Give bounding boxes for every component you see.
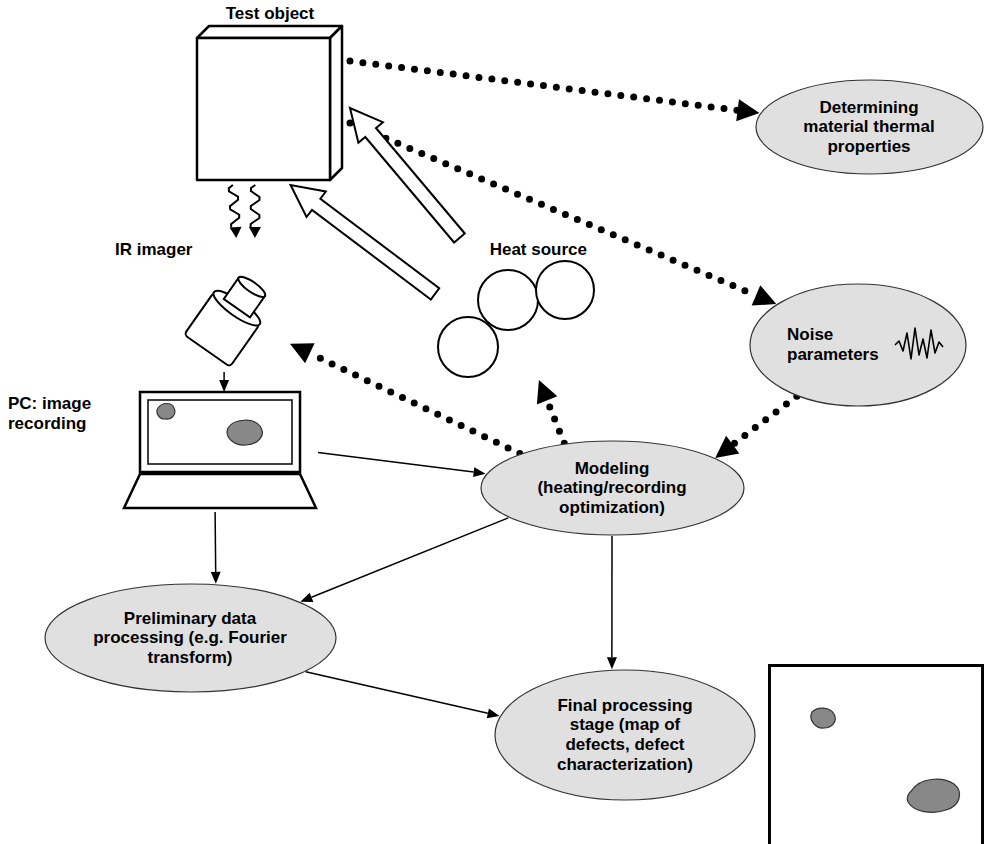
flow-line [611, 536, 613, 657]
heat-flux-arrow [350, 108, 465, 243]
flow-arrow [318, 452, 486, 477]
defect-map [770, 666, 983, 844]
flow-line [306, 672, 488, 714]
ir-radiation-line [251, 185, 260, 227]
node-text: IR imager [115, 240, 192, 260]
dotted-arrow [290, 343, 520, 453]
flow-line [312, 518, 509, 597]
ellipse-outline [756, 80, 983, 174]
text-group: Noise parameters [787, 325, 887, 364]
ir-radiation-line [229, 185, 239, 227]
heat-source-lamps [438, 261, 594, 377]
arrow-head [752, 285, 777, 305]
ir-imager-label: IR imager [112, 238, 290, 372]
arrow-head [290, 343, 315, 363]
text-group: Preliminary data processing (e.g. Fourie… [93, 609, 288, 668]
text-group: Test object [226, 4, 314, 24]
flow-arrow [219, 372, 229, 392]
dotted-line [733, 396, 797, 444]
flow-line [214, 512, 216, 572]
laptop [124, 392, 316, 508]
ellipse-outline [750, 284, 966, 406]
noise-waveform [895, 328, 943, 359]
process-ellipse: Preliminary data processing (e.g. Fourie… [44, 583, 337, 693]
arrow-head [607, 657, 617, 669]
property-ellipse: Determining material thermal properties [755, 79, 984, 175]
test-object-box [197, 26, 342, 180]
dotted-line [350, 61, 738, 110]
ellipse-outline [481, 441, 744, 535]
node-text: Determining material thermal properties [794, 98, 944, 157]
flow-arrow [607, 536, 617, 669]
node-text: Heat source [490, 240, 587, 260]
dotted-arrow [537, 380, 564, 443]
process-ellipse: Modeling (heating/recording optimization… [480, 440, 745, 536]
text-group: Heat source [490, 240, 587, 260]
text-group: PC: image recording [8, 394, 128, 433]
pc-label: PC: image recording [5, 392, 318, 512]
ellipse-outline [495, 670, 755, 800]
ir-radiation-arrow [229, 185, 242, 238]
arrow-head [487, 708, 500, 718]
arrow-head [211, 572, 221, 584]
ir-camera [184, 267, 277, 367]
heat-flux-arrow [291, 185, 440, 300]
node-text: Modeling (heating/recording optimization… [525, 459, 700, 518]
text-group: Modeling (heating/recording optimization… [525, 459, 700, 518]
dotted-arrow [350, 61, 759, 121]
test-object-label: Test object [190, 2, 350, 185]
arrow-head [537, 380, 557, 405]
arrow-head [230, 227, 242, 238]
noise-ellipse: Noise parameters [749, 283, 967, 407]
dotted-line [310, 353, 520, 453]
text-group: Final processing stage (map of defects, … [545, 696, 705, 774]
flow-arrow [306, 672, 500, 719]
dotted-arrow [715, 396, 797, 458]
text-group: Determining material thermal properties [794, 98, 944, 157]
arrow-head [249, 227, 261, 238]
flow-arrow [300, 518, 508, 602]
node-text: Test object [226, 4, 314, 24]
node-text: PC: image recording [8, 394, 128, 433]
flow-line [223, 372, 225, 380]
node-text: Final processing stage (map of defects, … [545, 696, 705, 774]
ir-radiation-arrow [249, 185, 261, 238]
arrow-head [736, 99, 759, 121]
arrow-head [715, 436, 739, 458]
arrow-head [219, 380, 229, 392]
flow-line [318, 452, 474, 472]
arrow-head [300, 593, 313, 602]
text-group: IR imager [115, 240, 192, 260]
process-ellipse: Final processing stage (map of defects, … [494, 669, 756, 801]
heat-flux-arrow [350, 108, 465, 243]
node-text: Noise parameters [787, 325, 887, 364]
heat-flux-arrow [291, 185, 440, 300]
node-text: Preliminary data processing (e.g. Fourie… [93, 609, 288, 668]
ellipse-outline [45, 584, 336, 692]
dotted-line [547, 400, 564, 443]
arrow-head [473, 467, 486, 477]
heat-source-label: Heat source [435, 238, 595, 380]
flow-arrow [211, 512, 221, 584]
